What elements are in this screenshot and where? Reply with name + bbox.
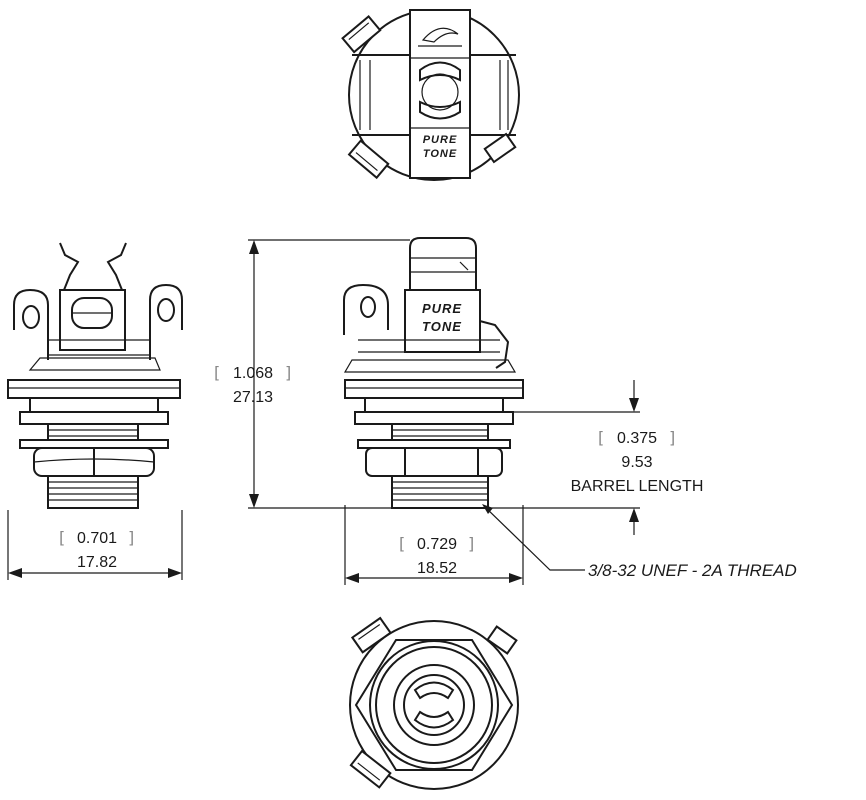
- dimension-lines: [7, 239, 640, 585]
- dimension-labels: [ 1.068 ] 27.13 [ 0.375 ] 9.53 BARREL LE…: [59, 363, 797, 580]
- svg-text:]: ]: [468, 534, 474, 553]
- svg-text:]: ]: [285, 363, 291, 382]
- front-brand-line1: PURE: [422, 301, 462, 316]
- front-width-inch-label: 0.729: [417, 536, 457, 553]
- side-width-mm-label: 17.82: [77, 554, 117, 571]
- svg-text:[: [: [59, 528, 65, 547]
- side-view: [7, 242, 183, 509]
- svg-text:]: ]: [128, 528, 134, 547]
- side-width-inch-label: 0.701: [77, 530, 117, 547]
- front-width-mm-label: 18.52: [417, 560, 457, 577]
- thread-callout: 3/8-32 UNEF - 2A THREAD: [588, 561, 797, 580]
- height-inch-label: 1.068: [233, 365, 273, 382]
- svg-text:[: [: [598, 428, 604, 447]
- svg-text:]: ]: [669, 428, 675, 447]
- front-view: PURE TONE: [343, 237, 524, 509]
- top-view: PURE TONE: [341, 9, 520, 181]
- svg-text:[: [: [399, 534, 405, 553]
- top-brand-line1: PURE: [423, 134, 458, 146]
- top-brand-line2: TONE: [423, 148, 457, 160]
- height-mm-label: 27.13: [233, 389, 273, 406]
- front-brand-line2: TONE: [422, 319, 462, 334]
- barrel-mm-label: 9.53: [621, 454, 652, 471]
- svg-text:[: [: [214, 363, 220, 382]
- bottom-view: [349, 616, 519, 790]
- barrel-length-label: BARREL LENGTH: [571, 478, 704, 495]
- barrel-inch-label: 0.375: [617, 430, 657, 447]
